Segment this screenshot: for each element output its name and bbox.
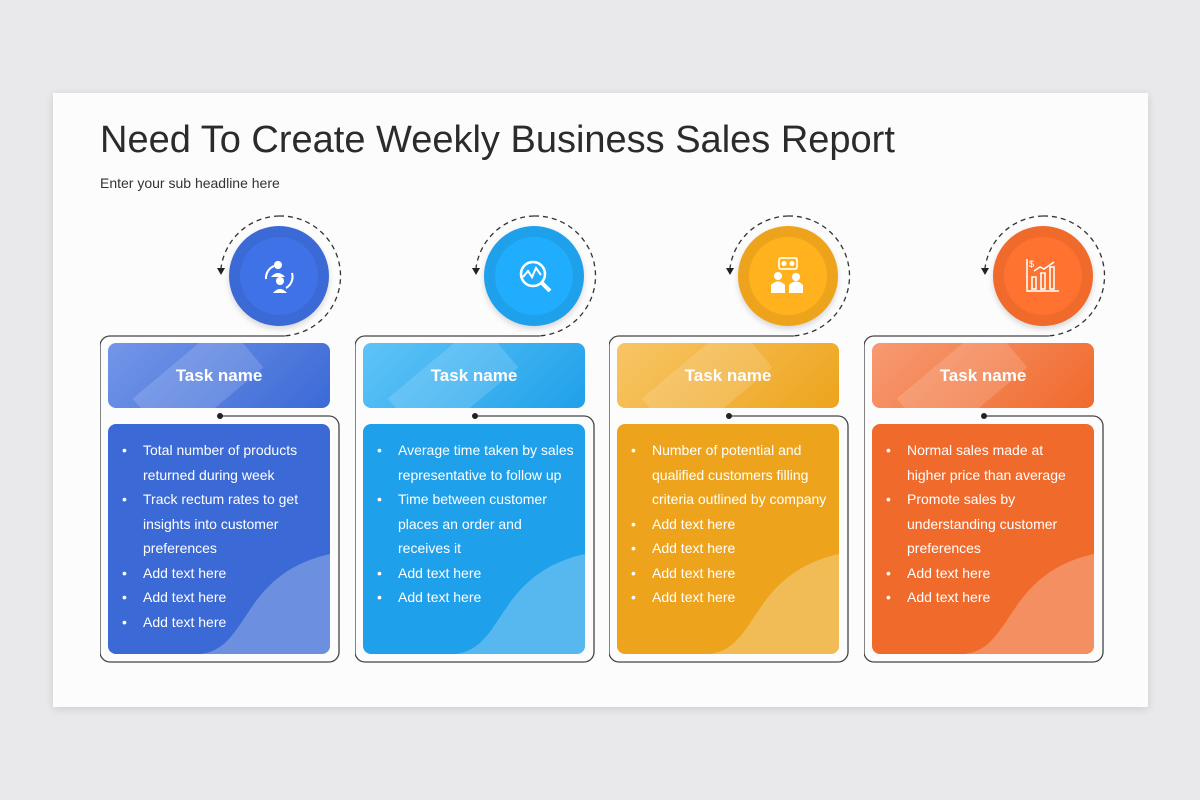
bullet-item: Add text here — [122, 561, 320, 586]
meeting-gears-icon — [771, 257, 803, 293]
bullet-item: Add text here — [631, 561, 829, 586]
bullet-item: Add text here — [631, 585, 829, 610]
task-details: Number of potential and qualified custom… — [617, 424, 839, 654]
task-icon-badge — [229, 226, 329, 326]
task-name: Task name — [430, 365, 518, 385]
task-name: Task name — [684, 365, 772, 385]
task-name: Task name — [175, 365, 263, 385]
task-header: Task name — [617, 343, 839, 408]
task-header: Task name — [872, 343, 1094, 408]
slide: Need To Create Weekly Business Sales Rep… — [53, 93, 1148, 707]
task-card: Task name Average time taken by sales re… — [355, 213, 605, 673]
sales-growth-chart-icon: $ — [1026, 259, 1059, 292]
bullet-item: Add text here — [886, 585, 1084, 610]
task-card: $ Task name Normal sales made at higher … — [864, 213, 1114, 673]
bullet-item: Average time taken by sales representati… — [377, 438, 575, 487]
bullet-item: Track rectum rates to get insights into … — [122, 487, 320, 561]
bullet-item: Add text here — [122, 610, 320, 635]
bullet-item: Add text here — [377, 585, 575, 610]
task-details: Total number of products returned during… — [108, 424, 330, 654]
bullet-item: Promote sales by understanding customer … — [886, 487, 1084, 561]
svg-text:$: $ — [1029, 259, 1034, 269]
people-exchange-icon — [264, 261, 294, 293]
bullet-item: Add text here — [631, 512, 829, 537]
task-card: Task name Number of potential and qualif… — [609, 213, 859, 673]
subtitle: Enter your sub headline here — [100, 175, 280, 191]
task-icon-badge — [738, 226, 838, 326]
analytics-search-icon — [519, 260, 552, 293]
bullet-item: Total number of products returned during… — [122, 438, 320, 487]
task-details: Normal sales made at higher price than a… — [872, 424, 1094, 654]
card-outline — [864, 215, 1106, 663]
task-icon-badge: $ — [993, 226, 1093, 326]
bullet-item: Normal sales made at higher price than a… — [886, 438, 1084, 487]
task-details: Average time taken by sales representati… — [363, 424, 585, 654]
task-header: Task name — [363, 343, 585, 408]
bullet-item: Number of potential and qualified custom… — [631, 438, 829, 512]
bullet-item: Add text here — [377, 561, 575, 586]
task-icon-badge — [484, 226, 584, 326]
bullet-item: Time between customer places an order an… — [377, 487, 575, 561]
task-name: Task name — [939, 365, 1027, 385]
bullet-item: Add text here — [631, 536, 829, 561]
card-outline — [609, 215, 851, 663]
card-outline — [100, 215, 342, 663]
bullet-item: Add text here — [122, 585, 320, 610]
task-header: Task name — [108, 343, 330, 408]
task-card: Task name Total number of products retur… — [100, 213, 350, 673]
bullet-item: Add text here — [886, 561, 1084, 586]
page-title: Need To Create Weekly Business Sales Rep… — [100, 119, 895, 161]
card-outline — [355, 215, 597, 663]
